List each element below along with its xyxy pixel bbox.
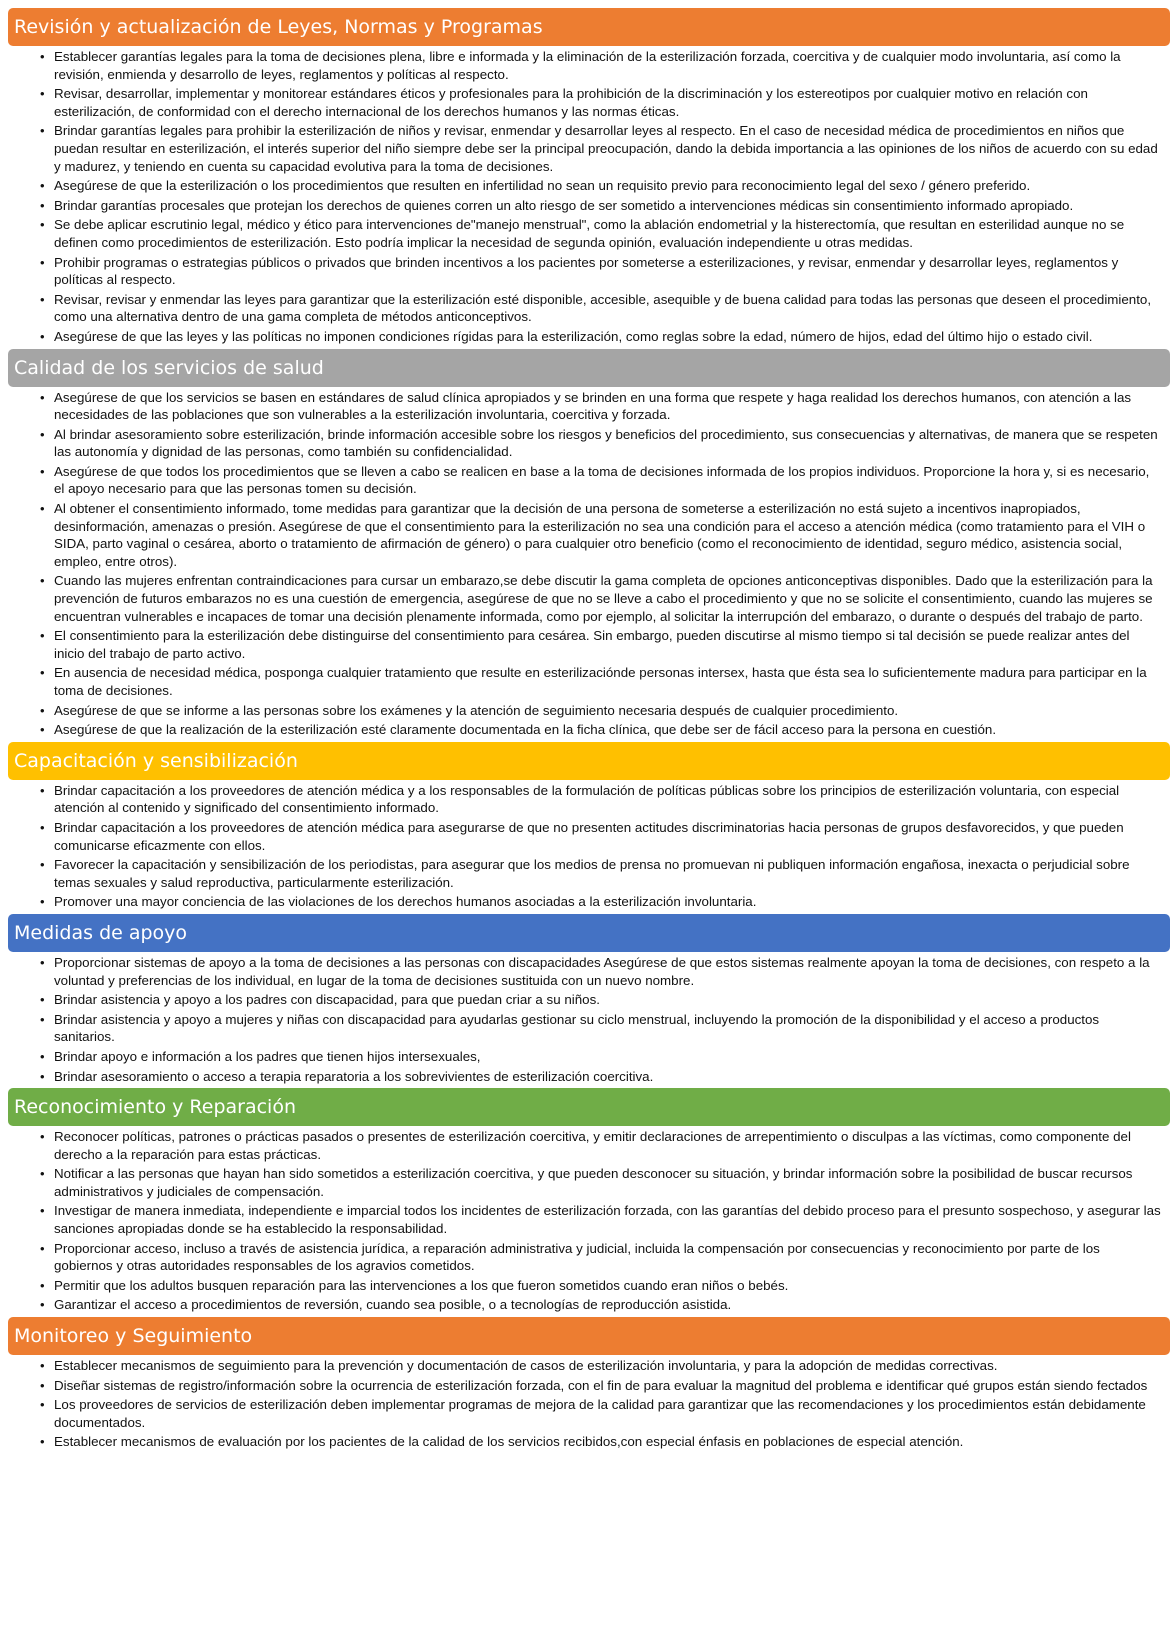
list-item: Asegúrese de que se informe a las person… <box>40 702 1162 720</box>
list-item: Brindar asesoramiento o acceso a terapia… <box>40 1068 1162 1086</box>
list-item: Brindar garantías legales para prohibir … <box>40 122 1162 175</box>
list-item: Notificar a las personas que hayan han s… <box>40 1165 1162 1200</box>
section-calidad-servicios: Calidad de los servicios de salud Asegúr… <box>8 348 1170 739</box>
list-item: Asegúrese de que la realización de la es… <box>40 721 1162 739</box>
section-header: Revisión y actualización de Leyes, Norma… <box>8 8 1170 46</box>
list-item: Brindar capacitación a los proveedores d… <box>40 819 1162 854</box>
list-item: Permitir que los adultos busquen reparac… <box>40 1277 1162 1295</box>
list-item: Proporcionar sistemas de apoyo a la toma… <box>40 954 1162 989</box>
list-item: Se debe aplicar escrutinio legal, médico… <box>40 216 1162 251</box>
section-header: Monitoreo y Seguimiento <box>8 1317 1170 1356</box>
list-item: Asegúrese de que las leyes y las polític… <box>40 328 1162 346</box>
item-list: Establecer garantías legales para la tom… <box>8 48 1170 346</box>
section-header: Medidas de apoyo <box>8 913 1170 952</box>
list-item: Asegúrese de que la esterilización o los… <box>40 177 1162 195</box>
section-capacitacion: Capacitación y sensibilización Brindar c… <box>8 741 1170 911</box>
list-item: Revisar, desarrollar, implementar y moni… <box>40 85 1162 120</box>
item-list: Reconocer políticas, patrones o práctica… <box>8 1128 1170 1314</box>
section-header: Reconocimiento y Reparación <box>8 1088 1170 1127</box>
item-list: Proporcionar sistemas de apoyo a la toma… <box>8 954 1170 1085</box>
list-item: Proporcionar acceso, incluso a través de… <box>40 1240 1162 1275</box>
list-item: Los proveedores de servicios de esterili… <box>40 1396 1162 1431</box>
item-list: Asegúrese de que los servicios se basen … <box>8 389 1170 739</box>
list-item: Diseñar sistemas de registro/información… <box>40 1377 1162 1395</box>
section-monitoreo: Monitoreo y Seguimiento Establecer mecan… <box>8 1317 1170 1451</box>
list-item: Brindar capacitación a los proveedores d… <box>40 782 1162 817</box>
list-item: El consentimiento para la esterilización… <box>40 627 1162 662</box>
item-list: Brindar capacitación a los proveedores d… <box>8 782 1170 911</box>
list-item: Asegúrese de que todos los procedimiento… <box>40 463 1162 498</box>
section-header: Calidad de los servicios de salud <box>8 348 1170 387</box>
list-item: Brindar asistencia y apoyo a mujeres y n… <box>40 1011 1162 1046</box>
list-item: Favorecer la capacitación y sensibilizac… <box>40 856 1162 891</box>
list-item: Promover una mayor conciencia de las vio… <box>40 893 1162 911</box>
list-item: Investigar de manera inmediata, independ… <box>40 1202 1162 1237</box>
list-item: Brindar asistencia y apoyo a los padres … <box>40 991 1162 1009</box>
list-item: Establecer mecanismos de seguimiento par… <box>40 1357 1162 1375</box>
list-item: Al obtener el consentimiento informado, … <box>40 500 1162 570</box>
document: Revisión y actualización de Leyes, Norma… <box>0 0 1176 1451</box>
item-list: Establecer mecanismos de seguimiento par… <box>8 1357 1170 1451</box>
list-item: Al brindar asesoramiento sobre esteriliz… <box>40 426 1162 461</box>
list-item: Establecer garantías legales para la tom… <box>40 48 1162 83</box>
list-item: Brindar garantías procesales que proteja… <box>40 197 1162 215</box>
list-item: Garantizar el acceso a procedimientos de… <box>40 1296 1162 1314</box>
section-header: Capacitación y sensibilización <box>8 741 1170 780</box>
section-medidas-apoyo: Medidas de apoyo Proporcionar sistemas d… <box>8 913 1170 1085</box>
list-item: Reconocer políticas, patrones o práctica… <box>40 1128 1162 1163</box>
list-item: Prohibir programas o estrategias público… <box>40 254 1162 289</box>
list-item: Revisar, revisar y enmendar las leyes pa… <box>40 291 1162 326</box>
list-item: Asegúrese de que los servicios se basen … <box>40 389 1162 424</box>
list-item: Brindar apoyo e información a los padres… <box>40 1048 1162 1066</box>
list-item: En ausencia de necesidad médica, pospong… <box>40 664 1162 699</box>
section-reconocimiento: Reconocimiento y Reparación Reconocer po… <box>8 1088 1170 1314</box>
section-revision-leyes: Revisión y actualización de Leyes, Norma… <box>8 8 1170 346</box>
list-item: Cuando las mujeres enfrentan contraindic… <box>40 572 1162 625</box>
list-item: Establecer mecanismos de evaluación por … <box>40 1433 1162 1451</box>
